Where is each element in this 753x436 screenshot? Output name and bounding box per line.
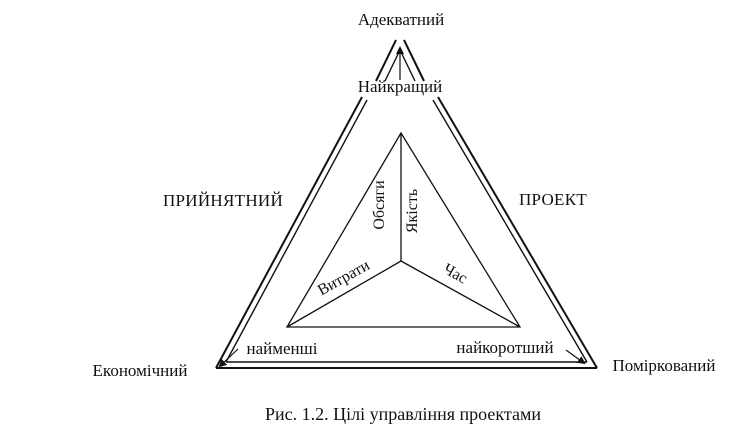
label-adequate: Адекватний: [358, 10, 444, 29]
outer-inner-left: [225, 99, 368, 363]
label-time: Час: [440, 261, 470, 288]
inner-divider-right: [400, 260, 521, 328]
arrow-to-moderate: [565, 349, 586, 365]
label-project: ПРОЕКТ: [519, 190, 587, 209]
label-moderate: Поміркований: [613, 356, 716, 375]
label-acceptable: ПРИЙНЯТНИЙ: [163, 191, 283, 210]
label-quality: Якість: [404, 189, 421, 233]
outer-edge-right: [437, 96, 598, 369]
outer-edge-left: [215, 96, 363, 369]
outer-triangle-inner-lines: [225, 49, 588, 363]
outer-inner-top-left: [384, 49, 401, 82]
outer-triangle: [215, 39, 598, 369]
inner-triangle: [285, 131, 522, 328]
inner-triangle-outline: [285, 131, 522, 328]
outer-edge-top-right: [403, 39, 425, 82]
label-economic: Економічний: [93, 361, 188, 380]
arrow-to-economic: [218, 348, 239, 368]
label-least: найменші: [247, 339, 318, 358]
inner-divider-left: [286, 260, 402, 328]
label-shortest: найкоротший: [456, 338, 553, 357]
label-best: Найкращий: [358, 77, 443, 96]
outer-inner-right: [432, 99, 588, 363]
outer-inner-top-right: [399, 49, 416, 82]
outer-edge-top-left: [375, 39, 397, 82]
label-scope: Обсяги: [371, 180, 388, 230]
figure-caption: Рис. 1.2. Цілі управління проектами: [265, 404, 541, 424]
label-cost: Витрати: [315, 257, 373, 300]
